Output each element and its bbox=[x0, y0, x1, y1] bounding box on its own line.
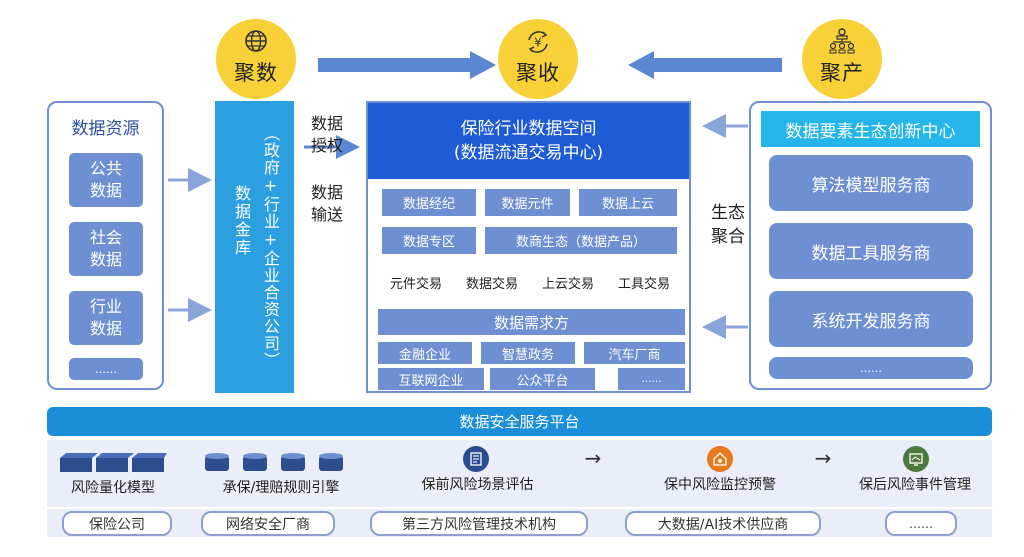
eco-innovation-panel: 数据要素生态创新中心 算法模型服务商 数据工具服务商 系统开发服务商 …… bbox=[749, 101, 992, 390]
security-platform-bar: 数据安全服务平台 bbox=[47, 407, 992, 436]
participant-insurer: 保险公司 bbox=[62, 511, 172, 536]
demand-finance: 金融企业 bbox=[378, 342, 472, 364]
participant-third-party-risk: 第三方风险管理技术机构 bbox=[370, 511, 588, 536]
hub-center-label: 聚收 bbox=[516, 61, 560, 85]
database-cylinder-icon bbox=[205, 453, 343, 471]
participant-bigdata-ai: 大数据/AI技术供应商 bbox=[625, 511, 821, 536]
box-data-ecosystem: 数商生态（数据产品） bbox=[485, 227, 677, 254]
data-vault: （政府+行业+企业合资公司） 数据金库 bbox=[215, 101, 294, 393]
box-data-cloud: 数据上云 bbox=[579, 189, 677, 216]
demand-public: 公众平台 bbox=[490, 368, 595, 390]
svg-text:¥: ¥ bbox=[534, 36, 542, 50]
participant-cybersecurity-vendor: 网络安全厂商 bbox=[201, 511, 335, 536]
yuan-exchange-icon: ¥ bbox=[528, 31, 548, 53]
hub-right: 聚产 bbox=[802, 19, 882, 99]
pre-risk-scenario-assessment: 保前风险场景评估 bbox=[421, 477, 534, 493]
underwriting-claims-rule-engine: 承保/理赔规则引擎 bbox=[222, 480, 340, 496]
data-resources-panel: 数据资源 公共 数据 社会 数据 行业 数据 …… bbox=[47, 101, 164, 390]
arrow-left-to-center bbox=[318, 51, 496, 79]
left-item-more: …… bbox=[69, 358, 143, 380]
demand-gov: 智慧政务 bbox=[481, 342, 575, 364]
hub-left: 聚数 bbox=[216, 19, 296, 99]
tx-element: 元件交易 bbox=[389, 276, 442, 292]
process-arrow-1: → bbox=[584, 446, 602, 470]
globe-icon bbox=[245, 30, 267, 52]
event-screen-icon bbox=[903, 446, 929, 472]
mid-risk-monitoring-warning: 保中风险监控预警 bbox=[664, 477, 776, 493]
demand-internet: 互联网企业 bbox=[378, 368, 484, 390]
data-authorization-label: 数据 授权 bbox=[310, 114, 343, 155]
tx-data: 数据交易 bbox=[465, 276, 518, 292]
data-vault-label: 数据金库 bbox=[232, 185, 251, 257]
box-data-brokerage: 数据经纪 bbox=[382, 189, 476, 216]
tx-tool: 工具交易 bbox=[617, 276, 670, 292]
box-data-zone: 数据专区 bbox=[382, 227, 476, 254]
stacked-layers-icon bbox=[60, 453, 167, 472]
report-icon bbox=[463, 446, 489, 472]
data-space-header: 保险行业数据空间 (数据流通交易中心) bbox=[368, 103, 689, 179]
left-item-social: 社会 数据 bbox=[69, 222, 143, 276]
box-data-element: 数据元件 bbox=[485, 189, 570, 216]
eco-aggregation-label: 生态 聚合 bbox=[711, 203, 745, 247]
process-arrow-2: → bbox=[814, 446, 832, 470]
data-space-title: 保险行业数据空间 bbox=[460, 119, 597, 139]
hub-left-label: 聚数 bbox=[234, 61, 278, 85]
data-vault-paren: （政府+行业+企业合资公司） bbox=[261, 125, 280, 369]
data-resources-header: 数据资源 bbox=[71, 118, 140, 139]
tx-cloud: 上云交易 bbox=[541, 276, 594, 292]
system-dev-provider: 系统开发服务商 bbox=[769, 291, 973, 347]
hub-center: ¥ 聚收 bbox=[498, 19, 578, 99]
left-item-industry: 行业 数据 bbox=[69, 291, 143, 345]
data-transmission-label: 数据 输送 bbox=[310, 183, 343, 224]
arrow-right-to-center bbox=[628, 51, 782, 79]
left-item-public: 公共 数据 bbox=[69, 153, 143, 207]
risk-quant-model: 风险量化模型 bbox=[71, 480, 155, 496]
demand-auto: 汽车厂商 bbox=[584, 342, 685, 364]
house-alarm-icon bbox=[707, 446, 733, 472]
participant-more: …… bbox=[885, 511, 957, 536]
algorithm-model-provider: 算法模型服务商 bbox=[769, 155, 973, 211]
post-risk-event-management: 保后风险事件管理 bbox=[859, 477, 971, 493]
demand-more: …… bbox=[618, 368, 685, 390]
right-item-more: …… bbox=[769, 357, 973, 379]
data-tool-provider: 数据工具服务商 bbox=[769, 223, 973, 279]
org-chart-icon bbox=[829, 28, 855, 54]
hub-right-label: 聚产 bbox=[820, 61, 864, 85]
insurance-data-space-panel: 保险行业数据空间 (数据流通交易中心) 数据经纪 数据元件 数据上云 数据专区 … bbox=[366, 101, 691, 393]
security-detail-band bbox=[47, 440, 992, 507]
demand-header: 数据需求方 bbox=[378, 309, 685, 335]
eco-innovation-header: 数据要素生态创新中心 bbox=[761, 111, 980, 147]
data-space-subtitle: (数据流通交易中心) bbox=[453, 143, 604, 163]
